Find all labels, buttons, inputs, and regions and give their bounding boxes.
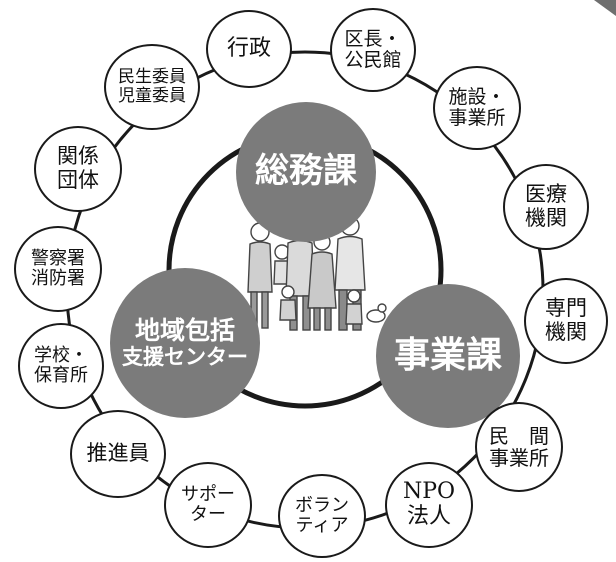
outer-node-gyosei: 行政 (206, 10, 292, 88)
outer-node-npo-label-2: 法人 (406, 504, 451, 529)
outer-node-minkan-label-2: 事業所 (489, 446, 549, 470)
core-node-chiiki-label-2: 支援センター (122, 345, 248, 370)
outer-node-keisatsu: 警察署 消防署 (14, 226, 102, 312)
core-node-jigyou-label: 事業課 (393, 335, 502, 377)
corner-fold-mark (594, 0, 616, 16)
outer-node-minsei-label-1: 民生委員 (118, 66, 186, 87)
outer-node-iryo: 医療 機関 (503, 164, 589, 250)
outer-node-iryo-label-2: 機関 (525, 206, 567, 230)
outer-node-supporter: サポー ター (164, 462, 252, 548)
core-node-jigyou: 事業課 (376, 284, 520, 428)
outer-node-suishinin: 推進員 (70, 410, 166, 498)
outer-node-kucho-label-2: 公民館 (344, 49, 402, 71)
outer-node-minsei: 民生委員 児童委員 (104, 44, 200, 130)
outer-node-kankei-label-2: 団体 (57, 168, 99, 192)
outer-node-kankei-label-1: 関係 (57, 144, 99, 169)
outer-node-senmon-label-2: 機関 (545, 320, 587, 344)
outer-node-kankei: 関係 団体 (34, 126, 122, 212)
outer-node-shisetsu-label-2: 事業所 (448, 107, 506, 129)
outer-node-supporter-label-2: ター (190, 504, 226, 525)
outer-node-senmon: 専門 機関 (524, 278, 608, 364)
outer-node-shisetsu-label-1: 施設・ (448, 85, 506, 108)
core-node-soumu-label: 総務課 (255, 151, 357, 192)
outer-node-gakko-label-1: 学校・ (34, 344, 88, 366)
outer-node-minkan-label-1: 民 間 (489, 423, 549, 448)
outer-node-suishinin-label: 推進員 (86, 441, 150, 466)
outer-node-volunteer-label-1: ボラン (295, 494, 349, 516)
outer-node-minkan: 民 間 事業所 (475, 402, 563, 492)
outer-node-npo: NPO 法人 (385, 462, 473, 548)
outer-node-keisatsu-label-1: 警察署 (31, 247, 85, 269)
core-node-chiiki-label-1: 地域包括 (134, 315, 235, 345)
outer-node-minsei-label-2: 児童委員 (118, 86, 186, 106)
outer-node-volunteer-label-2: ティア (295, 515, 349, 536)
outer-node-kucho: 区長・ 公民館 (330, 8, 416, 92)
outer-node-keisatsu-label-2: 消防署 (31, 268, 85, 289)
outer-node-gyosei-label: 行政 (226, 35, 271, 61)
outer-node-gakko: 学校・ 保育所 (18, 323, 104, 409)
outer-node-kucho-label-1: 区長・ (344, 27, 402, 50)
core-node-soumu: 総務課 (236, 102, 376, 242)
outer-node-supporter-label-1: サポー (181, 483, 235, 505)
outer-node-volunteer: ボラン ティア (278, 474, 366, 558)
outer-node-gakko-label-2: 保育所 (34, 365, 88, 386)
outer-node-iryo-label-1: 医療 (525, 182, 567, 207)
outer-node-senmon-label-1: 専門 (545, 296, 587, 321)
outer-node-shisetsu: 施設・ 事業所 (433, 66, 521, 150)
outer-node-npo-label-1: NPO (402, 479, 456, 505)
core-node-chiiki: 地域包括 支援センター (110, 268, 260, 418)
